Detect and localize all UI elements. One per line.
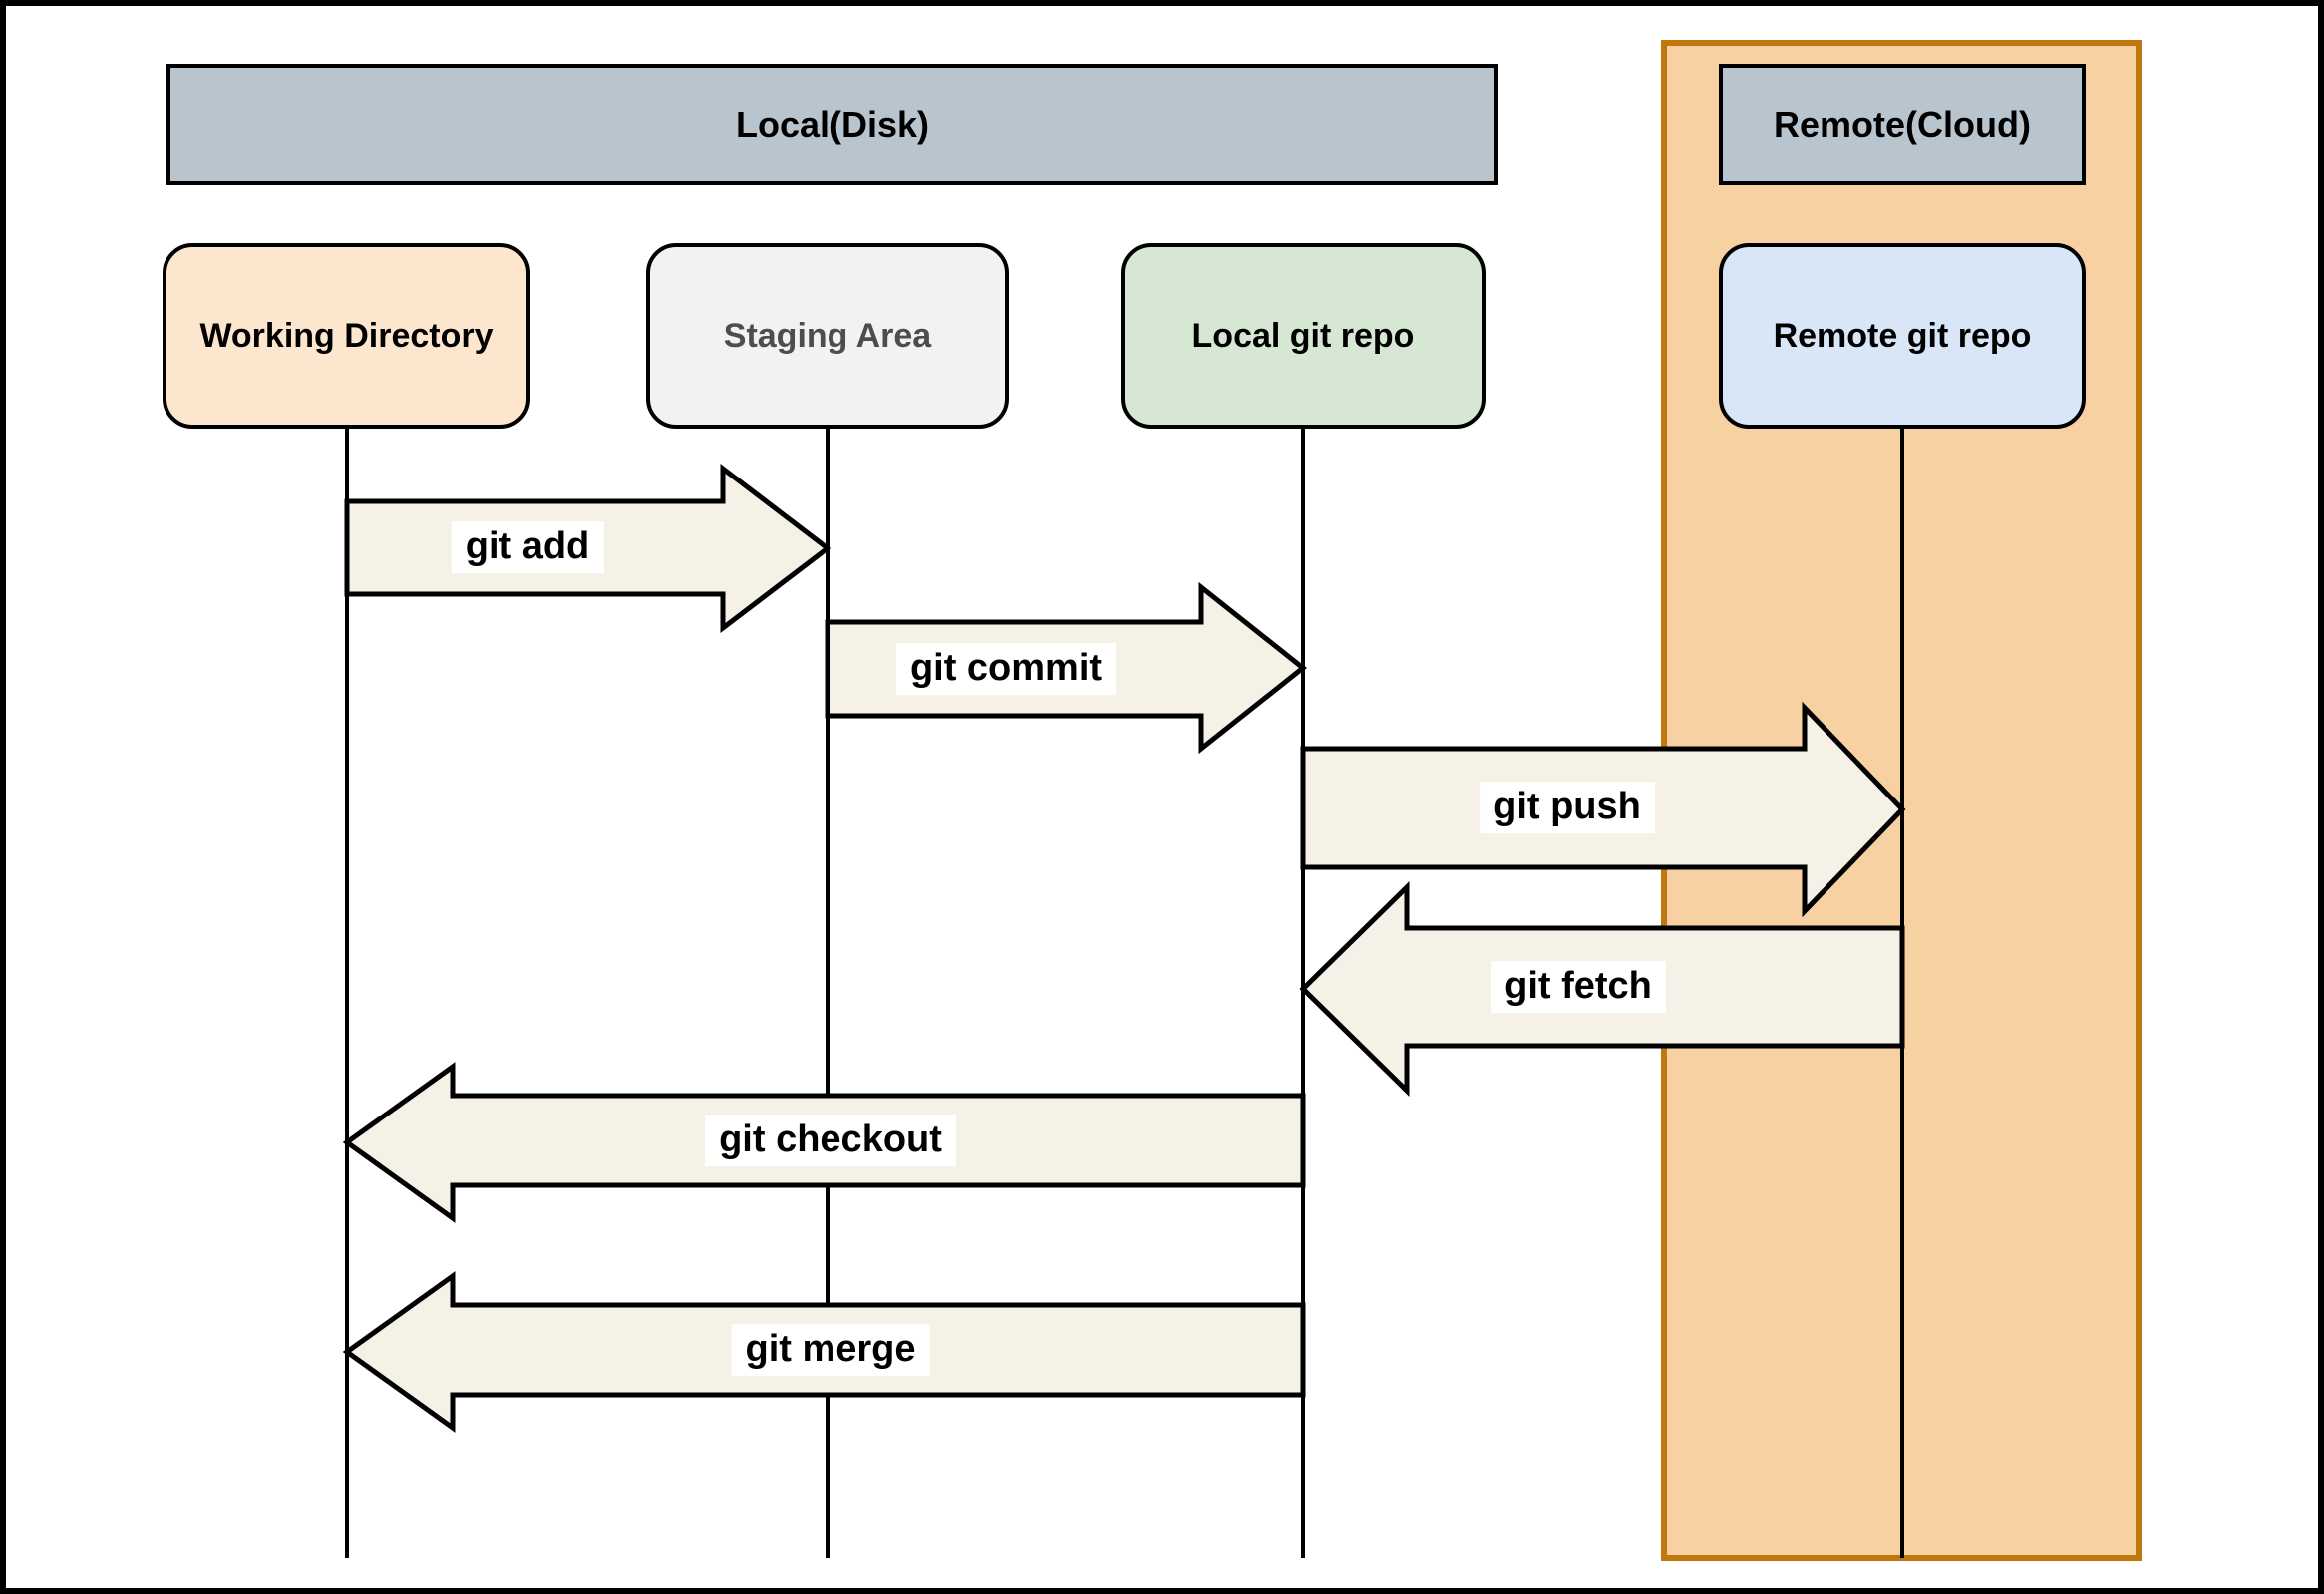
lane-header-remote-label: Remote(Cloud): [1774, 104, 2031, 145]
arrow-git-commit-label: git commit: [895, 643, 1117, 695]
lane-header-local-label: Local(Disk): [735, 104, 930, 145]
arrow-git-push-label: git push: [1480, 782, 1655, 833]
lane-header-local: Local(Disk): [166, 64, 1498, 185]
lifeline-staging-area: [826, 429, 830, 1558]
arrow-git-add-label: git add: [451, 521, 604, 573]
lane-header-remote: Remote(Cloud): [1719, 64, 2086, 185]
arrow-git-merge-label: git merge: [731, 1324, 930, 1376]
arrow-git-fetch-label: git fetch: [1491, 961, 1666, 1013]
node-staging-area-label: Staging Area: [723, 316, 932, 355]
arrow-git-checkout-label: git checkout: [705, 1115, 956, 1166]
node-local-git-repo: Local git repo: [1121, 243, 1486, 429]
node-remote-git-repo: Remote git repo: [1719, 243, 2086, 429]
node-working-directory-label: Working Directory: [199, 316, 494, 355]
node-staging-area: Staging Area: [646, 243, 1009, 429]
lifeline-local-git-repo: [1301, 429, 1305, 1558]
node-working-directory: Working Directory: [163, 243, 530, 429]
node-remote-git-repo-label: Remote git repo: [1773, 316, 2032, 355]
lifeline-working-directory: [345, 429, 349, 1558]
node-local-git-repo-label: Local git repo: [1191, 316, 1415, 355]
